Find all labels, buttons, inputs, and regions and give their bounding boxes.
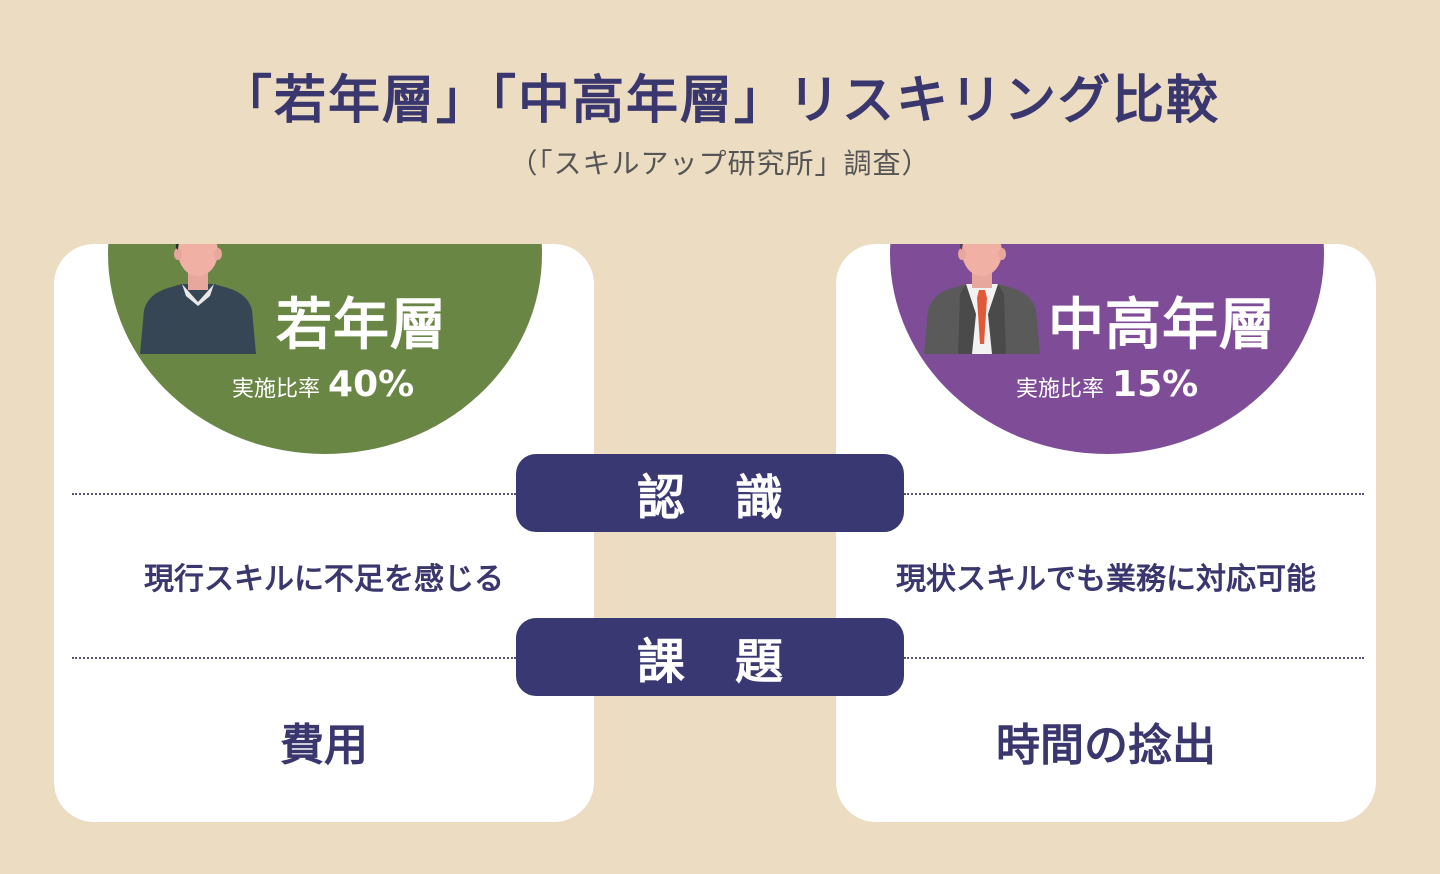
middle-aged-rate-value: 15%: [1112, 364, 1199, 405]
young-issue-text: 費用: [280, 720, 368, 771]
issue-label: 課題: [516, 618, 904, 696]
recognition-label: 認識: [516, 454, 904, 532]
middle-aged-rate: 実施比率 15%: [1016, 364, 1198, 405]
young-recognition-text: 現行スキルに不足を感じる: [144, 562, 504, 597]
young-man-icon: [140, 244, 256, 354]
recognition-divider-right: [904, 493, 1364, 495]
middle-aged-man-icon: [924, 244, 1040, 354]
young-group-card: 若年層 実施比率 40% 現行スキルに不足を感じる 費用: [54, 244, 594, 822]
recognition-divider-left: [72, 493, 516, 495]
middle-aged-group-name: 中高年層: [1048, 293, 1276, 358]
page-title: 「若年層」「中高年層」リスキリング比較: [219, 71, 1220, 131]
young-group-name: 若年層: [276, 293, 447, 358]
page-subtitle: （「スキルアップ研究所」調査）: [509, 147, 931, 180]
middle-aged-recognition-text: 現状スキルでも業務に対応可能: [896, 562, 1316, 597]
young-rate-label: 実施比率: [232, 377, 321, 402]
young-rate-value: 40%: [328, 364, 415, 405]
middle-aged-rate-label: 実施比率: [1016, 377, 1105, 402]
middle-aged-group-card: 中高年層 実施比率 15% 現状スキルでも業務に対応可能 時間の捻出: [836, 244, 1376, 822]
young-rate: 実施比率 40%: [232, 364, 414, 405]
middle-aged-issue-text: 時間の捻出: [996, 720, 1216, 771]
issue-divider-left: [72, 657, 516, 659]
issue-divider-right: [904, 657, 1364, 659]
